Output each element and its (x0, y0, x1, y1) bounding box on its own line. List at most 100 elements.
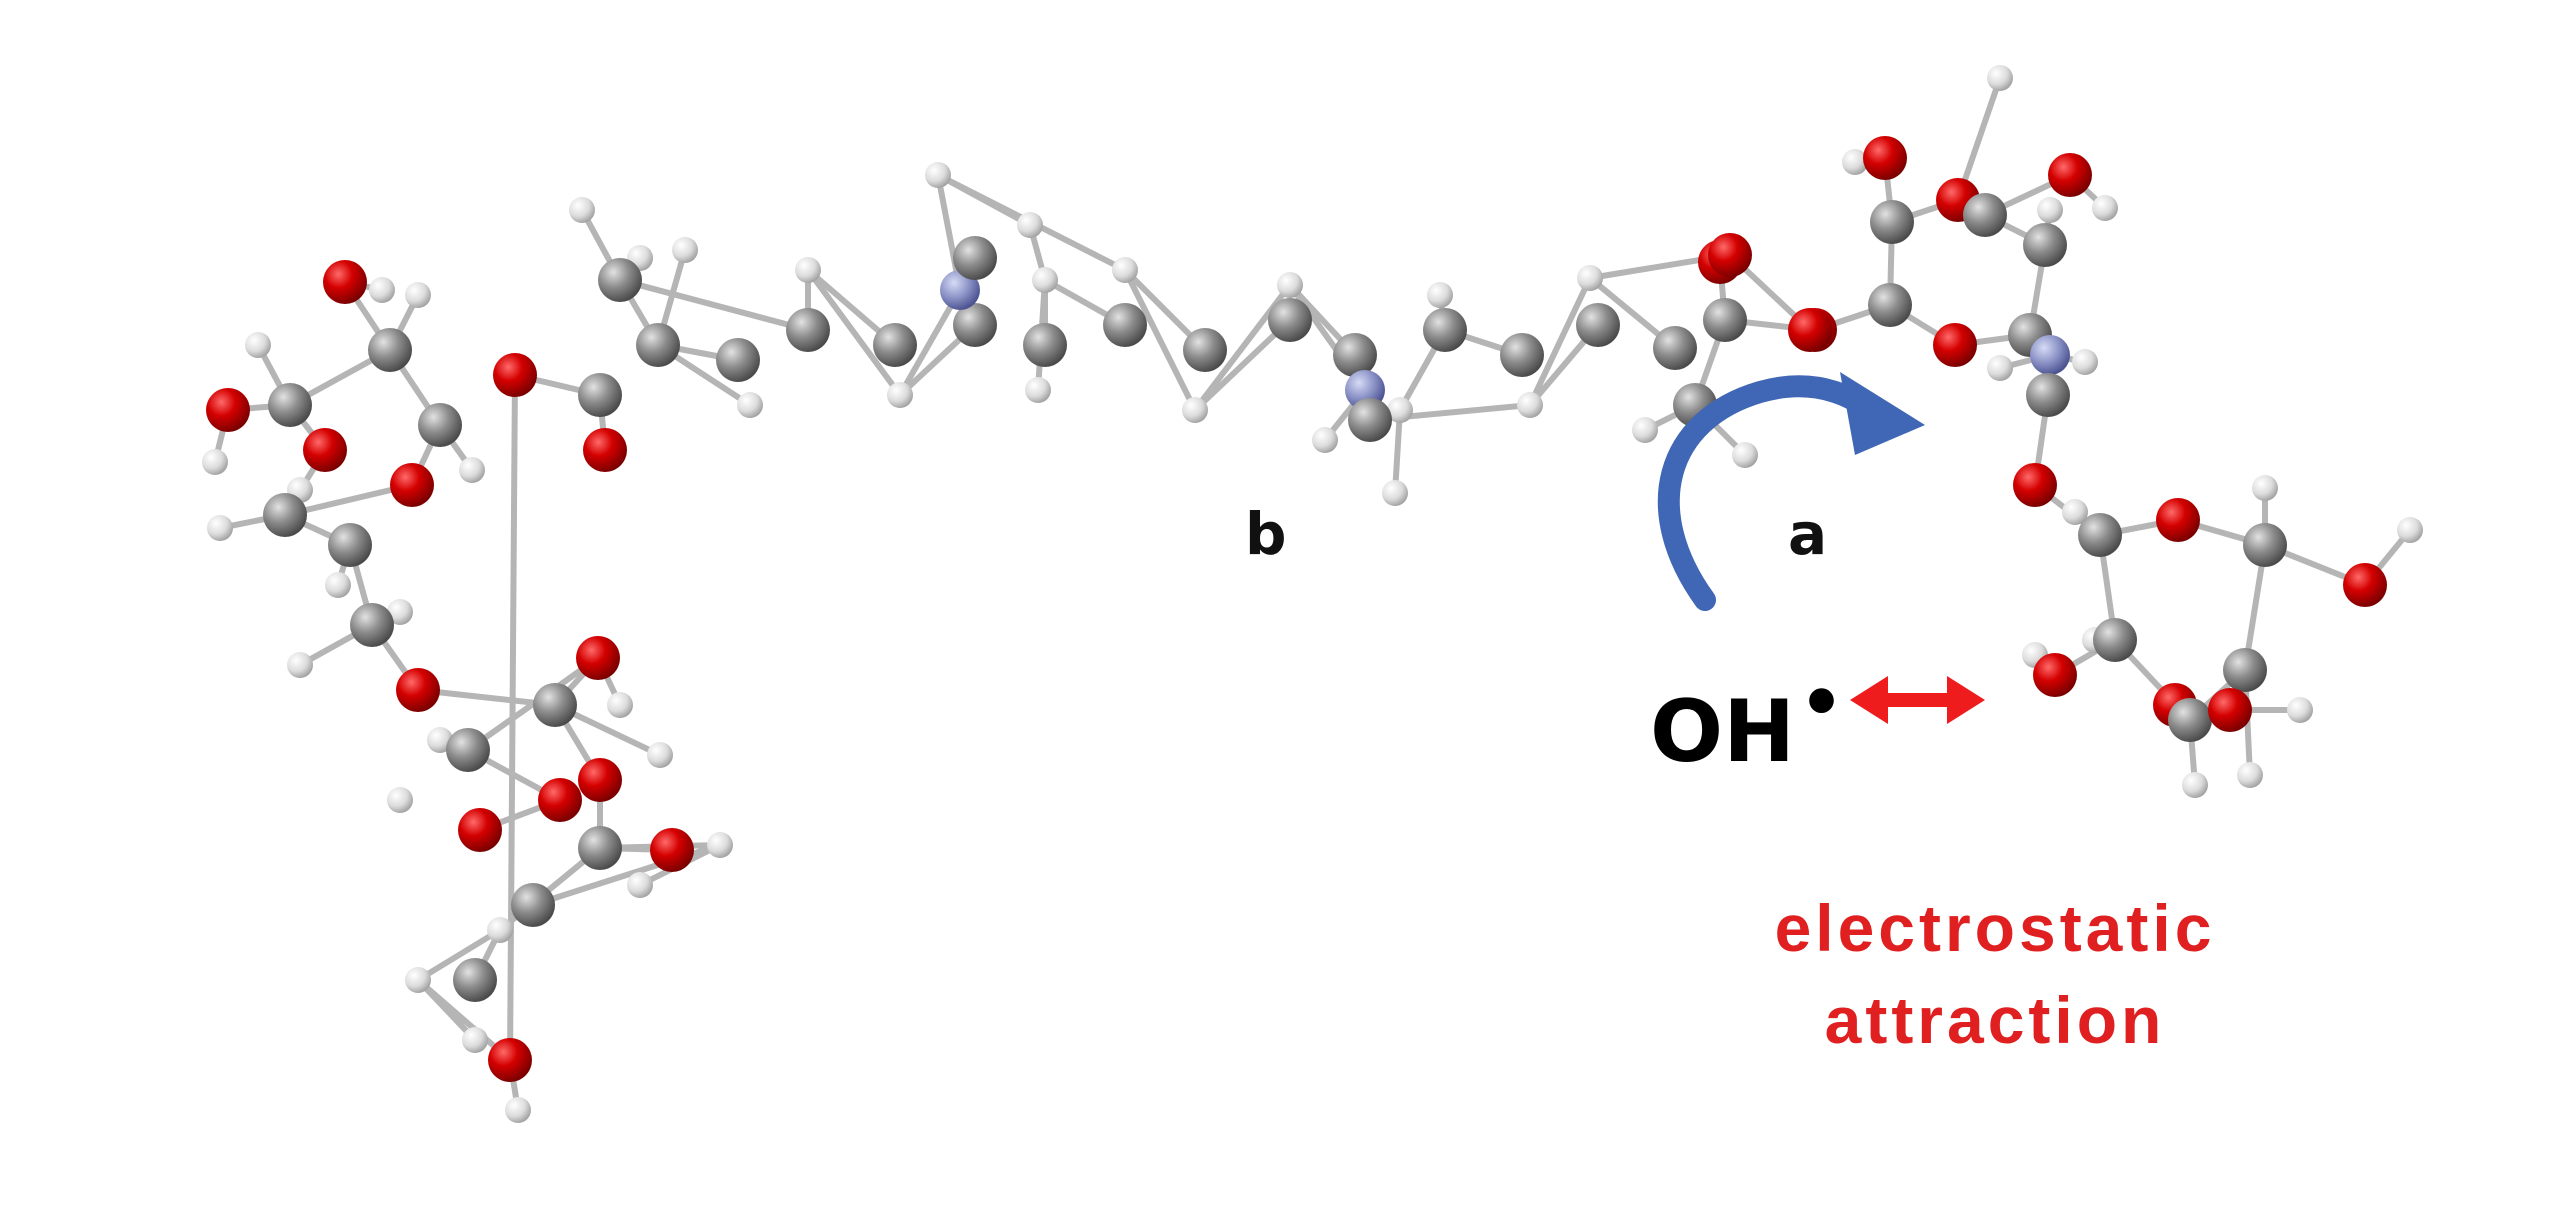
interaction-double-arrow (1850, 676, 1985, 724)
hydrogen-atom (569, 197, 595, 223)
hydrogen-atom (1032, 267, 1058, 293)
hydrogen-atom (1017, 212, 1043, 238)
carbon-atom (446, 728, 490, 772)
nitrogen-atom (2030, 335, 2070, 375)
hydrogen-atom (202, 449, 228, 475)
electrostatic-attraction-label: electrostatic attraction (1774, 891, 2216, 1057)
carbon-atom (2243, 523, 2287, 567)
carbon-atom (1023, 323, 1067, 367)
carbon-atom (350, 603, 394, 647)
hydrogen-atom (1987, 65, 2013, 91)
carbon-atom (873, 323, 917, 367)
carbon-atom (453, 958, 497, 1002)
carbon-atom (1183, 328, 1227, 372)
carbon-atom (533, 683, 577, 727)
hydrogen-atom (1577, 265, 1603, 291)
carbon-atom (1703, 298, 1747, 342)
radical-formula: OH (1650, 682, 1796, 782)
hydrogen-atom (505, 1097, 531, 1123)
hydrogen-atom (1732, 442, 1758, 468)
hydrogen-atom (2397, 517, 2423, 543)
hydrogen-atom (1427, 282, 1453, 308)
hydrogen-atom (925, 162, 951, 188)
carbon-atom (1103, 303, 1147, 347)
hydrogen-atom (1312, 427, 1338, 453)
hydrogen-atom (607, 692, 633, 718)
hydrogen-atom (1382, 480, 1408, 506)
carbon-atom (1423, 308, 1467, 352)
carbon-atom (578, 373, 622, 417)
oxygen-atom (576, 636, 620, 680)
oxygen-atom (323, 260, 367, 304)
bond (1392, 407, 1403, 496)
carbon-atom (511, 883, 555, 927)
oxygen-atom (578, 758, 622, 802)
carbon-atom (598, 258, 642, 302)
carbon-atom (1870, 200, 1914, 244)
carbon-atom (1653, 326, 1697, 370)
carbon-atom (1348, 398, 1392, 442)
oxygen-atom (583, 428, 627, 472)
bond (617, 277, 811, 333)
hydrogen-atom (647, 742, 673, 768)
bond (415, 927, 503, 983)
hydrogen-atom (627, 872, 653, 898)
oxygen-atom (1863, 136, 1907, 180)
hydrogen-atom (795, 257, 821, 283)
hydrogen-atom (1025, 377, 1051, 403)
hydrogen-atom (387, 599, 413, 625)
carbon-atom (1333, 333, 1377, 377)
carbon-atom (268, 383, 312, 427)
oxygen-atom (458, 808, 502, 852)
oxygen-atom (1788, 308, 1832, 352)
oxygen-atom (1933, 323, 1977, 367)
reaction-arrow-head (1840, 372, 1925, 455)
hydrogen-atom (887, 382, 913, 408)
carbon-atom (2223, 648, 2267, 692)
hydrogen-atom (325, 572, 351, 598)
carbon-atom (953, 303, 997, 347)
carbon-atom (1268, 298, 1312, 342)
oxygen-atom (2343, 563, 2387, 607)
carbon-atom (578, 826, 622, 870)
carbon-atom (2093, 618, 2137, 662)
hydrogen-atom (487, 917, 513, 943)
oxygen-atom (303, 428, 347, 472)
carbon-atom (418, 403, 462, 447)
oxygen-atom (493, 353, 537, 397)
hydrogen-atom (207, 515, 233, 541)
hydrogen-atom (2287, 697, 2313, 723)
hydrogen-atom (2252, 475, 2278, 501)
carbon-atom (2023, 223, 2067, 267)
oxygen-atom (538, 778, 582, 822)
site-a-label: a (1788, 500, 1828, 568)
carbon-atom (1500, 333, 1544, 377)
carbon-atom (2168, 698, 2212, 742)
hydrogen-atom (2062, 499, 2088, 525)
oxygen-atom (206, 388, 250, 432)
hydrogen-atom (1632, 417, 1658, 443)
hydrogen-atom (1517, 392, 1543, 418)
hydrogen-atom (672, 237, 698, 263)
carbon-atom (2026, 373, 2070, 417)
radical-dot: • (1799, 662, 1844, 744)
hydrogen-atom (2237, 762, 2263, 788)
carbon-atom (953, 236, 997, 280)
bond (465, 655, 601, 753)
oxygen-atom (488, 1038, 532, 1082)
oxygen-atom (650, 828, 694, 872)
reaction-arrow (1657, 375, 1889, 611)
carbon-atom (2078, 513, 2122, 557)
carbon-atom (1868, 283, 1912, 327)
carbon-atom (1576, 303, 1620, 347)
bond (1527, 275, 1593, 408)
hydrogen-atom (287, 652, 313, 678)
nitrogen-atom (940, 270, 980, 310)
carbon-atom (368, 328, 412, 372)
oxygen-atom (2208, 688, 2252, 732)
bond (805, 267, 903, 398)
bond (1122, 267, 1198, 413)
carbon-atom (716, 338, 760, 382)
hydrogen-atom (1842, 149, 1868, 175)
